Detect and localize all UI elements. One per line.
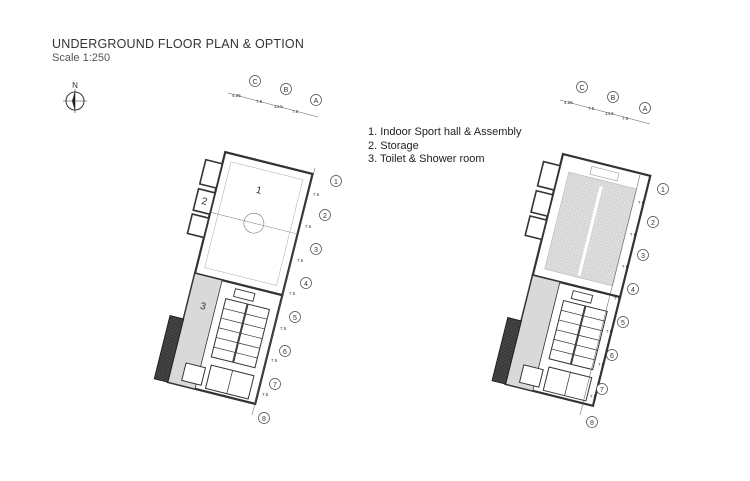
storage-room (530, 189, 554, 218)
dimension-label: 7.5 (606, 329, 613, 334)
north-arrow-label: N (72, 81, 78, 90)
storage-room (192, 187, 217, 216)
grid-bubble: 3 (641, 253, 645, 260)
stair-core (491, 316, 522, 385)
grid-bubble: 1 (661, 187, 665, 194)
legend-item-1: 1. Indoor Sport hall & Assembly (368, 126, 522, 138)
dimension-label: 7.5 (271, 358, 278, 363)
grid-bubble: C (252, 79, 257, 86)
grid-bubble: 4 (631, 287, 635, 294)
stage (589, 166, 620, 182)
grid-bubble: 3 (314, 247, 318, 254)
grid-bubble: 4 (304, 281, 308, 288)
legend: 1. Indoor Sport hall & Assembly 2. Stora… (368, 126, 521, 167)
grid-bubble: 1 (334, 179, 338, 186)
dimension-label: 7.5 (280, 326, 287, 331)
grid-bubble: B (611, 95, 616, 102)
storage-room (524, 214, 548, 241)
scale-label: Scale 1:250 (52, 52, 111, 64)
dimension-label: 4.25 (232, 93, 241, 98)
dimension-label: 7.5 (262, 392, 269, 397)
north-arrow-icon: N (63, 81, 87, 113)
dimension-label: 7.5 (638, 200, 645, 205)
grid-bubble: C (579, 85, 584, 92)
floor-plan-option: C B A 4.25 7.5 14.5 7.5 7.5 7.5 7.5 7.5 … (491, 81, 669, 428)
dimension-label: 7.5 (256, 99, 263, 104)
legend-item-3: 3. Toilet & Shower room (368, 153, 485, 165)
storage-room (186, 213, 210, 239)
dimension-label: 7.5 (590, 394, 597, 399)
dimension-label: 7.5 (630, 232, 637, 237)
dimension-label: 7.5 (614, 296, 621, 301)
grid-bubble: B (284, 87, 289, 94)
page-title: UNDERGROUND FLOOR PLAN & OPTION (52, 37, 305, 51)
grid-bubble: 7 (273, 382, 277, 389)
grid-bubble: 6 (610, 353, 614, 360)
dimension-label: 14.5 (274, 104, 283, 109)
dimension-label: 7.5 (305, 224, 312, 229)
storage-room (198, 158, 224, 190)
room-label: 1 (255, 185, 263, 197)
dimension-label: 7.5 (622, 264, 629, 269)
grid-bubble: 7 (600, 387, 604, 394)
court-centre-circle (243, 212, 265, 234)
grid-bubble: 8 (262, 416, 266, 423)
dimension-label: 14.5 (605, 111, 614, 116)
dimension-label: 7.5 (292, 109, 299, 114)
dimension-label: 7.5 (313, 192, 320, 197)
grid-bubble: 5 (621, 320, 625, 327)
room-label: 2 (200, 196, 208, 208)
dimension-label: 7.5 (622, 116, 629, 121)
dimension-label: 7.5 (297, 258, 304, 263)
dimension-label: 4.25 (564, 100, 573, 105)
grid-bubble: 8 (590, 420, 594, 427)
stair-core (153, 315, 185, 383)
grid-bubble: A (643, 106, 648, 113)
grid-bubble: A (314, 98, 319, 105)
dimension-label: 7.5 (598, 362, 605, 367)
legend-item-2: 2. Storage (368, 139, 419, 152)
storage-room (536, 160, 562, 191)
grid-bubble: 6 (283, 349, 287, 356)
grid-bubble: 2 (651, 220, 655, 227)
room-label: 3 (199, 301, 207, 313)
grid-bubble: 2 (323, 213, 327, 220)
grid-bubble: 5 (293, 315, 297, 322)
floor-plan-original: 1 2 3 C B A 4.25 7.5 14.5 7.5 7.5 7.5 7.… (153, 75, 342, 424)
dimension-label: 7.5 (588, 106, 595, 111)
dimension-label: 7.5 (289, 291, 296, 296)
